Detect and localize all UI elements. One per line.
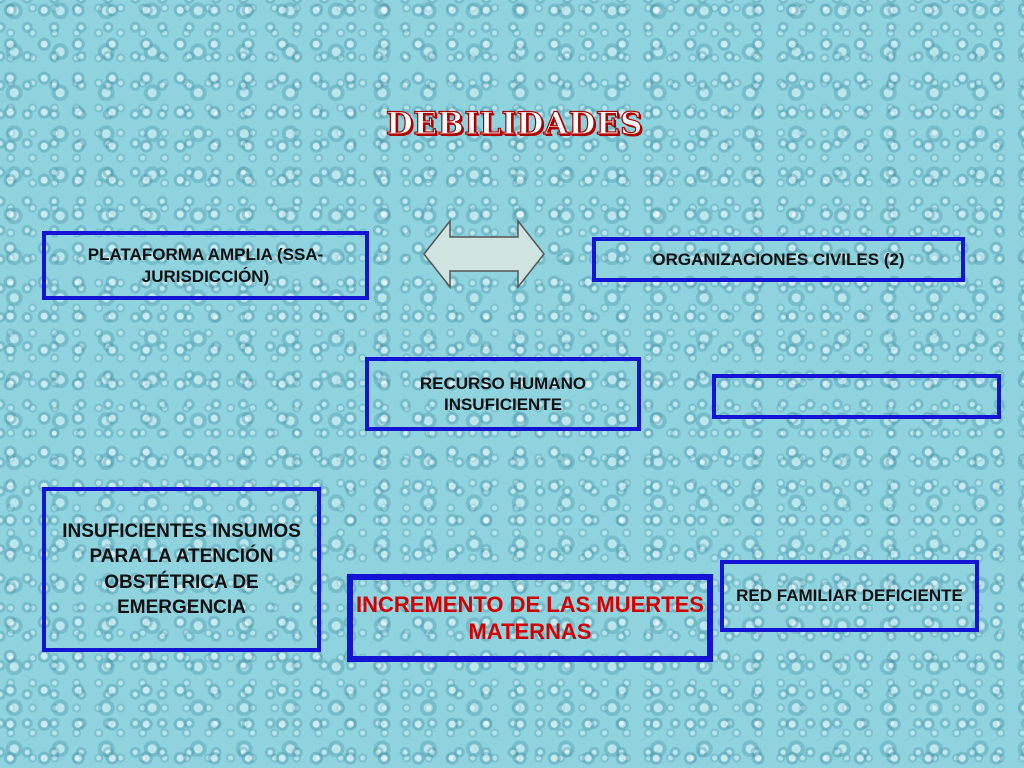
box-empty: [712, 374, 1001, 419]
box-organizaciones-label: ORGANIZACIONES CIVILES (2): [652, 249, 905, 269]
box-incremento-muertes: INCREMENTO DE LAS MUERTES MATERNAS: [347, 574, 713, 662]
box-insuficientes-insumos: INSUFICIENTES INSUMOS PARA LA ATENCIÓN O…: [42, 487, 321, 652]
box-incremento-label: INCREMENTO DE LAS MUERTES MATERNAS: [356, 591, 704, 645]
box-red-familiar: RED FAMILIAR DEFICIENTE: [720, 560, 979, 632]
box-recurso-humano: RECURSO HUMANO INSUFICIENTE: [365, 357, 641, 431]
box-recurso-label: RECURSO HUMANO INSUFICIENTE: [419, 373, 587, 414]
box-organizaciones-civiles: ORGANIZACIONES CIVILES (2): [592, 237, 965, 282]
double-headed-arrow-icon: [423, 219, 545, 289]
box-plataforma-amplia: PLATAFORMA AMPLIA (SSA- JURISDICCIÓN): [42, 231, 369, 300]
box-plataforma-label: PLATAFORMA AMPLIA (SSA- JURISDICCIÓN): [87, 245, 324, 286]
diagram-title: DEBILIDADES: [385, 105, 643, 142]
box-red-label: RED FAMILIAR DEFICIENTE: [736, 586, 963, 606]
box-insumos-label: INSUFICIENTES INSUMOS PARA LA ATENCIÓN O…: [62, 521, 301, 618]
